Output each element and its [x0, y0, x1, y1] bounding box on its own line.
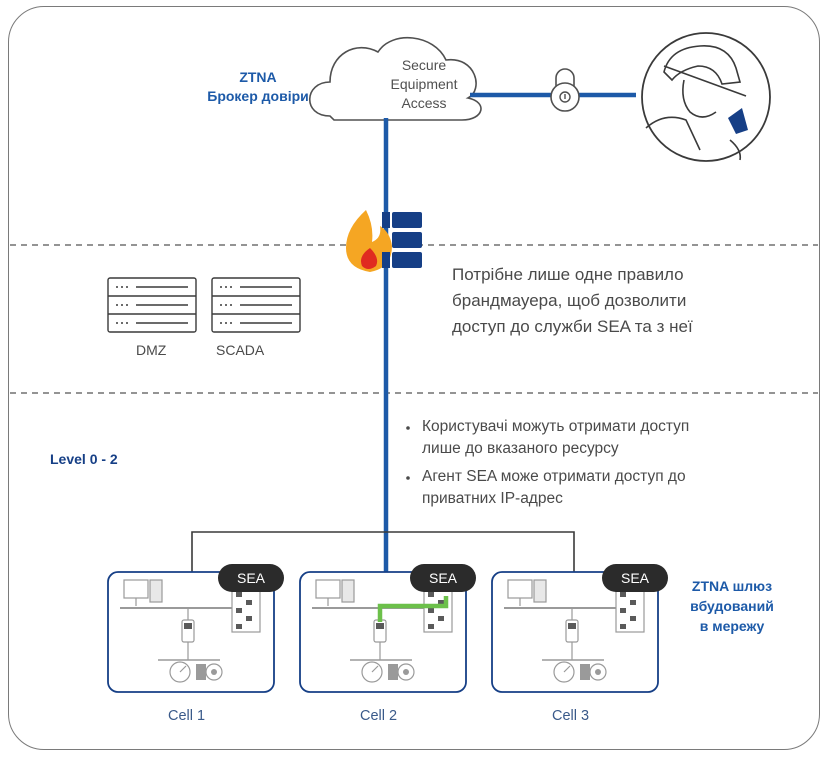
cloud-line1: Secure [401, 57, 447, 73]
bullet-list: Користувачі можуть отримати доступ лише … [422, 416, 689, 510]
sea-access-path [377, 596, 449, 622]
padlock-icon [550, 68, 580, 112]
firewall-note: Потрібне лише одне правило брандмауера, … [452, 262, 693, 340]
bullet-2-line1: Агент SEA може отримати доступ до [422, 468, 686, 485]
firewall-note-line2: брандмауера, щоб дозволити [452, 291, 687, 310]
gateway-line1: ZTNA шлюз [691, 578, 773, 594]
cell2-label: Cell 2 [360, 708, 398, 724]
sea-badge-cell2: SEA [410, 564, 476, 592]
valve-icon [388, 664, 398, 680]
gateway-label: ZTNA шлюз вбудований в мережу [676, 576, 788, 636]
firewall-note-line1: Потрібне лише одне правило [452, 265, 684, 284]
cloud-line2: Equipment [390, 76, 458, 92]
sea-badge-cell3: SEA [602, 564, 668, 592]
valve-icon [580, 664, 590, 680]
dmz-server-icon [107, 277, 197, 333]
broker-line2: Брокер довіри [207, 88, 309, 104]
valve-icon [196, 664, 206, 680]
pc-tower-icon [533, 579, 547, 603]
scada-server-icon [211, 277, 301, 333]
bullet-dot-1 [406, 426, 410, 430]
cell-1-box [107, 571, 275, 693]
sea-badge-cell1: SEA [218, 564, 284, 592]
bullet-1-line2: лише до вказаного ресурсу [422, 440, 619, 457]
bullet-1-line1: Користувачі можуть отримати доступ [422, 418, 690, 435]
cell3-label: Cell 3 [552, 708, 590, 724]
gateway-line3: в мережу [699, 618, 765, 634]
pc-tower-icon [149, 579, 163, 603]
monitor-icon [507, 579, 533, 599]
level-label: Level 0 - 2 [50, 451, 118, 467]
diagram-frame [8, 6, 820, 750]
cell-network-bus [191, 531, 575, 572]
firewall-note-line3: доступ до служби SEA та з неї [452, 317, 693, 336]
cell-2-box [299, 571, 467, 693]
dmz-label: DMZ [136, 342, 167, 358]
remote-user-icon [641, 32, 771, 162]
scada-label: SCADA [216, 342, 265, 358]
broker-line1: ZTNA [239, 69, 277, 85]
bullet-dot-2 [406, 476, 410, 480]
monitor-icon [315, 579, 341, 599]
cell1-label: Cell 1 [168, 708, 206, 724]
broker-label: ZTNA Брокер довіри [198, 68, 318, 106]
cloud-line3: Access [401, 95, 447, 111]
cloud-label: Secure Equipment Access [376, 56, 472, 113]
firewall-icon [346, 210, 422, 272]
cloud-icon [308, 37, 482, 121]
gateway-line2: вбудований [690, 598, 774, 614]
pc-tower-icon [341, 579, 355, 603]
monitor-icon [123, 579, 149, 599]
bullet-2-line2: приватних IP-адрес [422, 490, 563, 507]
